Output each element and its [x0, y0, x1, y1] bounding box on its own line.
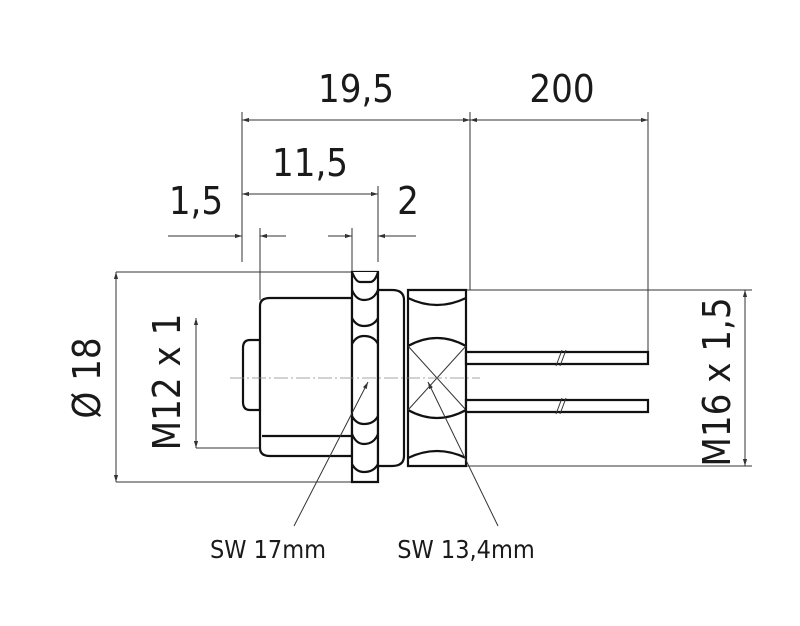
leader-lines — [293, 381, 499, 527]
wire-lower — [464, 398, 650, 414]
dim-flange-thickness: 1,5 — [169, 179, 223, 223]
dim-rear-thread: M16 x 1,5 — [695, 297, 739, 466]
front-body — [258, 296, 354, 458]
connector-body — [230, 270, 650, 484]
dim-cable-length: 200 — [529, 67, 594, 111]
front-face — [241, 338, 262, 412]
dim-front-thread: M12 x 1 — [145, 314, 189, 451]
dimension-lines — [113, 112, 752, 483]
label-wrench-flange: SW 17mm — [210, 535, 326, 564]
dim-nut-gap: 2 — [397, 179, 419, 223]
dim-total-length: 19,5 — [318, 67, 394, 111]
dim-outer-diameter: Ø 18 — [65, 337, 109, 418]
flange — [350, 270, 380, 484]
dim-thread-length: 11,5 — [272, 141, 348, 185]
wire-upper — [464, 350, 650, 366]
flange-ribs — [350, 271, 380, 474]
label-wrench-hex: SW 13,4mm — [397, 535, 535, 564]
